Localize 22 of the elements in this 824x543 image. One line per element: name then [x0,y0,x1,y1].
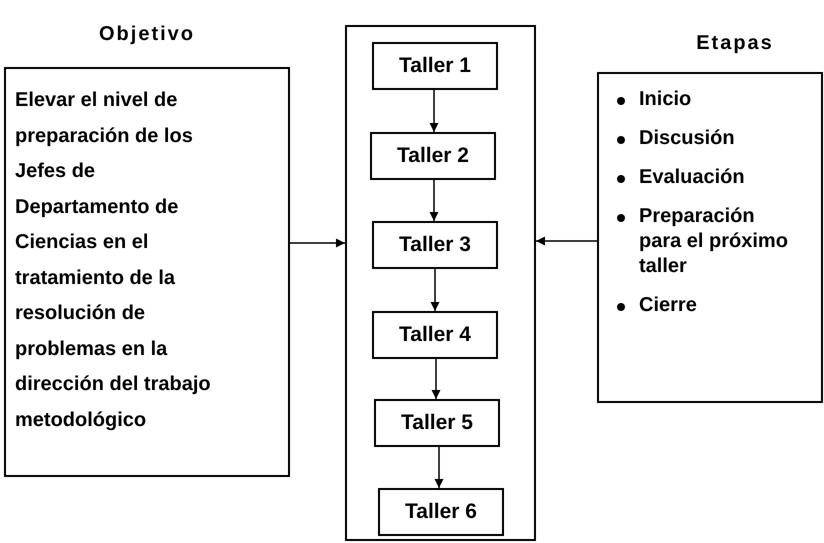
process-box: Taller 4 [372,311,498,359]
stage-item: Cierre [639,293,698,318]
arrow [432,359,440,399]
process-box: Taller 1 [372,42,498,90]
stage-item: Discusión [639,126,736,151]
stage-item: Preparación para el próximo taller [639,204,789,279]
panel-heading: Objetivo [98,22,196,47]
group-frame [345,25,536,541]
process-box: Taller 5 [374,399,500,447]
arrow [430,90,438,132]
arrow [430,180,438,221]
arrow [290,238,345,248]
arrow [434,447,444,488]
stage-item: Evaluación [639,165,746,190]
arrow [536,236,597,246]
panel-heading: Etapas [695,31,775,56]
process-box: Taller 6 [378,488,504,536]
process-box: Taller 3 [372,221,498,269]
process-box: Taller 2 [370,132,496,180]
arrow [430,269,440,311]
objective-text: Elevar el nivel de preparación de los Jefes de Departamento de Ciencias en el tratamiento de la resolución de problemas en la dirección del trabajo metodológico [15,88,212,432]
stage-item: Inicio [639,87,692,112]
